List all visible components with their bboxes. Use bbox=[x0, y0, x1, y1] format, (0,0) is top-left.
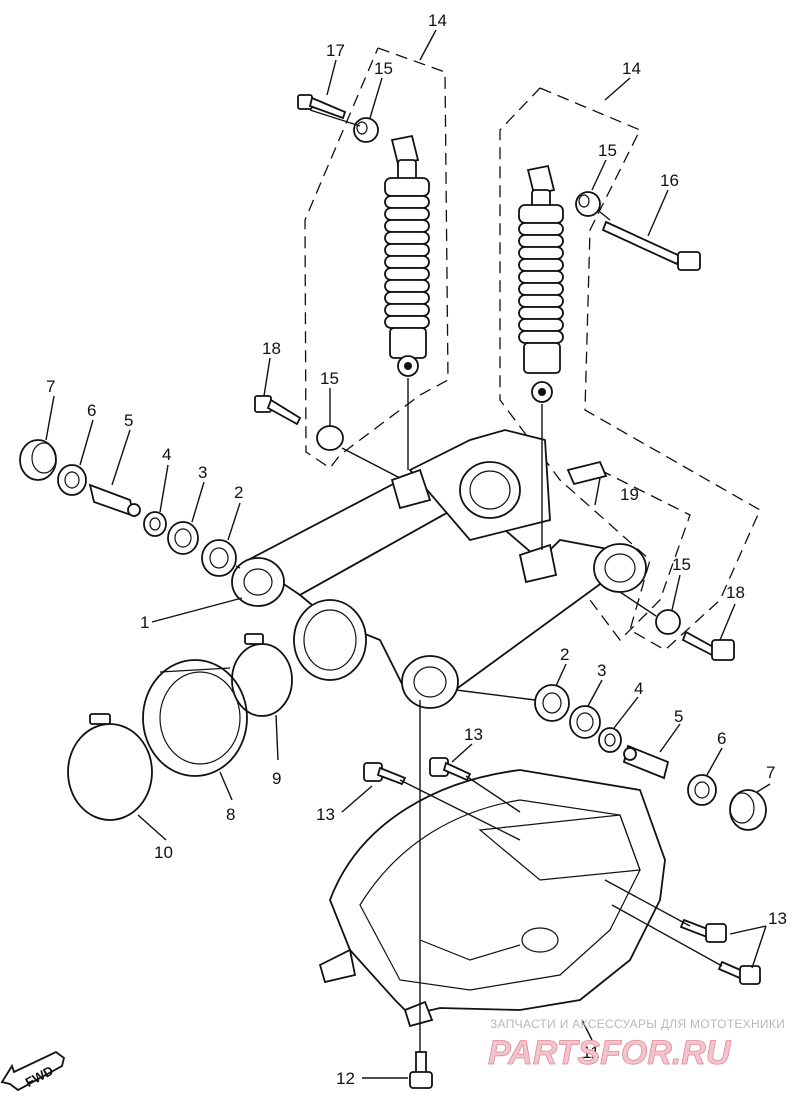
callout-17: 17 bbox=[326, 41, 345, 60]
callout-3-left: 3 bbox=[198, 463, 207, 482]
bolt-17 bbox=[297, 94, 347, 120]
callout-15-lower-right: 15 bbox=[672, 555, 691, 574]
callout-14-left: 14 bbox=[428, 11, 447, 30]
bolt-13-c bbox=[679, 918, 727, 943]
shock-absorber-left bbox=[384, 134, 430, 377]
bolt-13-d bbox=[717, 960, 761, 985]
callout-8: 8 bbox=[226, 805, 235, 824]
bolt-18-upper bbox=[254, 395, 302, 426]
pivot-stack-right bbox=[534, 684, 767, 831]
callout-19: 19 bbox=[620, 485, 639, 504]
callout-6-left: 6 bbox=[87, 401, 96, 420]
callout-15-top-left: 15 bbox=[374, 59, 393, 78]
bolt-13-b bbox=[429, 757, 472, 782]
callout-5-left: 5 bbox=[124, 411, 133, 430]
bolt-13-a bbox=[363, 762, 407, 786]
bushing-15-top-right bbox=[575, 191, 601, 217]
bearing-2-right bbox=[534, 684, 570, 722]
callout-18-lower: 18 bbox=[726, 583, 745, 602]
collar-6-right bbox=[687, 774, 717, 806]
callout-13-c: 13 bbox=[768, 909, 787, 928]
callout-4-left: 4 bbox=[162, 445, 171, 464]
callout-3-right: 3 bbox=[597, 661, 606, 680]
oil-seal-3-right bbox=[569, 705, 601, 739]
bushing-15-top-left bbox=[353, 117, 379, 143]
swing-arm bbox=[231, 429, 647, 709]
callout-16: 16 bbox=[660, 171, 679, 190]
cap-7-right bbox=[729, 789, 767, 831]
bolt-12 bbox=[409, 1051, 433, 1089]
watermark-brand: PARTSFOR.RU bbox=[488, 1034, 732, 1072]
bolt-16 bbox=[601, 220, 701, 271]
bolt-18-lower bbox=[681, 630, 735, 661]
skid-guard-11 bbox=[318, 769, 666, 1028]
cap-7-left bbox=[19, 439, 57, 481]
callout-2-left: 2 bbox=[234, 483, 243, 502]
shock-group-right-boundary bbox=[499, 87, 761, 651]
clamp-10 bbox=[67, 713, 153, 821]
callout-18-upper: 18 bbox=[262, 339, 281, 358]
pivot-shaft-5-left bbox=[88, 483, 141, 518]
leader-lines bbox=[45, 29, 771, 1079]
callout-7-left: 7 bbox=[46, 377, 55, 396]
callout-6-right: 6 bbox=[717, 729, 726, 748]
assembly-lines bbox=[235, 109, 723, 1052]
watermark-tagline: ЗАПЧАСТИ И АКСЕССУАРЫ ДЛЯ МОТОТЕХНИКИ bbox=[490, 1017, 785, 1031]
pivot-shaft-5-right bbox=[622, 744, 670, 780]
callout-10: 10 bbox=[154, 843, 173, 862]
washer-4-left bbox=[143, 511, 167, 537]
callout-numbers: 1 2 2 3 3 4 4 5 5 6 6 7 7 8 9 10 11 12 1… bbox=[46, 11, 787, 1088]
clamp-9 bbox=[231, 633, 293, 717]
boot-8 bbox=[142, 659, 248, 777]
callout-7-right: 7 bbox=[766, 763, 775, 782]
bushing-15-mid-left bbox=[316, 425, 344, 451]
callout-5-right: 5 bbox=[674, 707, 683, 726]
callout-1: 1 bbox=[140, 613, 149, 632]
bushing-15-lower-right bbox=[655, 609, 681, 635]
callout-9: 9 bbox=[272, 769, 281, 788]
washer-4-right bbox=[598, 727, 622, 753]
shock-absorber-right bbox=[518, 164, 564, 403]
shock-group-left-boundary bbox=[304, 47, 449, 469]
watermark: ЗАПЧАСТИ И АКСЕССУАРЫ ДЛЯ МОТОТЕХНИКИ PA… bbox=[488, 1017, 785, 1072]
label-plate-19 bbox=[566, 460, 608, 486]
callout-2-right: 2 bbox=[560, 645, 569, 664]
bearing-2-left bbox=[201, 539, 237, 577]
callout-13-b: 13 bbox=[316, 805, 335, 824]
callout-13-a: 13 bbox=[464, 725, 483, 744]
callout-15-top-right: 15 bbox=[598, 141, 617, 160]
collar-6-left bbox=[57, 464, 87, 496]
callout-15-mid-left: 15 bbox=[320, 369, 339, 388]
rear-mount-boundary bbox=[589, 469, 691, 641]
callout-14-right: 14 bbox=[622, 59, 641, 78]
callout-4-right: 4 bbox=[634, 679, 643, 698]
callout-11: 11 bbox=[582, 1043, 600, 1062]
callout-12: 12 bbox=[336, 1069, 355, 1088]
oil-seal-3-left bbox=[167, 521, 199, 555]
fwd-arrow-icon: FWD bbox=[0, 1050, 66, 1092]
pivot-stack-left bbox=[19, 439, 237, 577]
